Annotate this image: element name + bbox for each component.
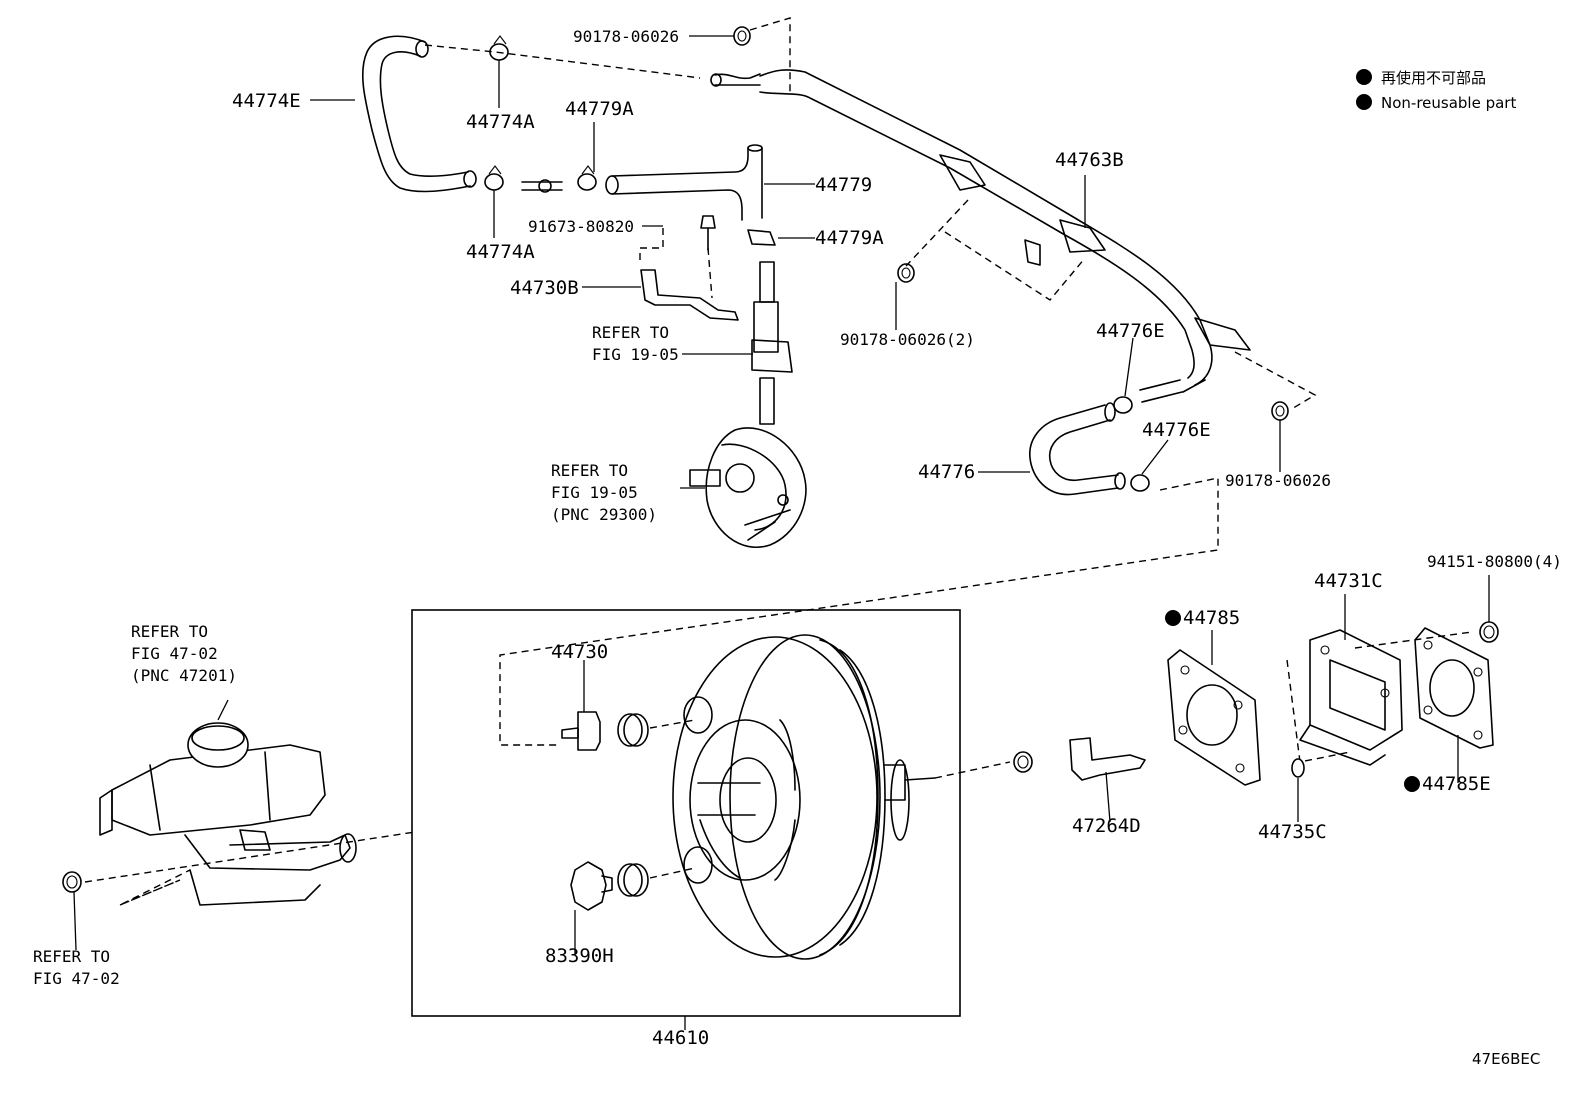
booster-group-box bbox=[411, 609, 961, 1017]
label-44763B: 44763B bbox=[1055, 149, 1124, 171]
clamp-44776E-top bbox=[1113, 396, 1133, 414]
nut-94151-80800 bbox=[1479, 621, 1499, 643]
ref-line: REFER TO bbox=[131, 622, 208, 641]
label-44776: 44776 bbox=[918, 461, 975, 483]
brake-booster-44610 bbox=[672, 634, 936, 960]
dash-line bbox=[1234, 351, 1317, 411]
clamp-44774A-top bbox=[489, 35, 509, 61]
clamp-44776E-bottom bbox=[1130, 474, 1150, 492]
label-44774E: 44774E bbox=[232, 90, 301, 112]
bracket-47264D bbox=[1069, 737, 1146, 781]
label-44730: 44730 bbox=[551, 641, 608, 663]
dash-line bbox=[944, 231, 1086, 301]
label-44776E-top: 44776E bbox=[1096, 320, 1165, 342]
dash-line bbox=[119, 869, 191, 906]
dash-line bbox=[649, 719, 696, 729]
hose-44779 bbox=[605, 144, 763, 221]
label-91673-80820: 91673-80820 bbox=[528, 217, 634, 236]
label-44779A-top: 44779A bbox=[565, 98, 634, 120]
dash-line bbox=[934, 761, 1011, 779]
grommet-44730 bbox=[561, 711, 649, 751]
ref-note-19-05-b: REFER TO FIG 19-05 (PNC 29300) bbox=[551, 461, 657, 524]
label-90178-06026-right: 90178-06026 bbox=[1225, 471, 1331, 490]
label-94151-80800-4: 94151-80800(4) bbox=[1427, 552, 1562, 571]
part-labels: 90178-06026 44774E 44774A 44779A 44779 4… bbox=[232, 27, 1562, 1049]
dash-line bbox=[639, 228, 664, 262]
non-reusable-dot-icon bbox=[1165, 610, 1181, 626]
dash-line bbox=[424, 44, 701, 79]
dash-line bbox=[749, 17, 791, 95]
label-44610: 44610 bbox=[652, 1027, 709, 1049]
label-90178-06026-2: 90178-06026(2) bbox=[840, 330, 975, 349]
label-44774A-top: 44774A bbox=[466, 111, 535, 133]
gasket-44785 bbox=[1167, 649, 1261, 786]
spacer-44731C bbox=[1299, 629, 1403, 766]
legend-jp-text: 再使用不可部品 bbox=[1381, 69, 1486, 87]
ref-note-47-02-b: REFER TO FIG 47-02 bbox=[33, 947, 120, 988]
ref-line: FIG 19-05 bbox=[592, 345, 679, 364]
gasket-44785E bbox=[1414, 627, 1494, 749]
dash-line bbox=[707, 247, 713, 299]
clamp-44779A-top bbox=[577, 165, 597, 191]
connector-pipe-right bbox=[1139, 379, 1206, 403]
pipe-top-44763 bbox=[710, 69, 1213, 386]
bolt-91673-80820 bbox=[700, 215, 716, 251]
dash-line bbox=[905, 199, 969, 267]
non-reusable-dot-icon bbox=[1356, 94, 1372, 110]
ref-line: (PNC 47201) bbox=[131, 666, 237, 685]
drawing-code: 47E6BEC bbox=[1472, 1050, 1540, 1068]
label-44785: 44785 bbox=[1183, 607, 1240, 629]
cap-83390H bbox=[570, 861, 649, 911]
check-valve-assembly bbox=[751, 261, 793, 425]
clamp-44774A-bottom bbox=[484, 165, 504, 191]
label-44776E-bottom: 44776E bbox=[1142, 419, 1211, 441]
nut-90178-06026-right bbox=[1271, 401, 1289, 421]
non-reusable-dot-icon bbox=[1404, 776, 1420, 792]
leader-lines bbox=[73, 35, 1490, 1030]
vacuum-pump-29300 bbox=[689, 427, 807, 548]
bracket-44730B bbox=[640, 269, 739, 321]
ref-line: (PNC 29300) bbox=[551, 505, 657, 524]
legend-en-text: Non-reusable part bbox=[1381, 94, 1516, 112]
connector-pipe bbox=[521, 179, 563, 193]
non-reusable-dot-icon bbox=[1356, 69, 1372, 85]
dash-line bbox=[499, 477, 1219, 746]
clip-44779A-bottom bbox=[747, 229, 776, 246]
washer-44735C bbox=[1291, 758, 1305, 778]
label-90178-06026-top: 90178-06026 bbox=[573, 27, 679, 46]
clip-44763B bbox=[939, 154, 1251, 351]
label-44730B: 44730B bbox=[510, 277, 579, 299]
ref-line: FIG 19-05 bbox=[551, 483, 638, 502]
master-cylinder-47201 bbox=[99, 722, 357, 906]
label-44735C: 44735C bbox=[1258, 821, 1327, 843]
ref-note-47-02-a: REFER TO FIG 47-02 (PNC 47201) bbox=[131, 622, 237, 685]
ref-note-19-05-a: REFER TO FIG 19-05 bbox=[592, 323, 679, 364]
dash-line bbox=[84, 831, 416, 883]
dash-line bbox=[649, 867, 696, 879]
hose-44776 bbox=[1029, 402, 1126, 496]
ref-line: FIG 47-02 bbox=[131, 644, 218, 663]
hose-44774E bbox=[361, 35, 477, 193]
label-44779A-bottom: 44779A bbox=[815, 227, 884, 249]
label-44731C: 44731C bbox=[1314, 570, 1383, 592]
ref-line: REFER TO bbox=[551, 461, 628, 480]
dash-line bbox=[1354, 631, 1473, 649]
nut-90178-06026-2 bbox=[897, 263, 915, 283]
label-47264D: 47264D bbox=[1072, 815, 1141, 837]
legend: 再使用不可部品 Non-reusable part bbox=[1356, 69, 1516, 112]
label-44785E: 44785E bbox=[1422, 773, 1491, 795]
nut-90178-06026-top bbox=[733, 26, 751, 46]
ref-line: REFER TO bbox=[592, 323, 669, 342]
label-44779: 44779 bbox=[815, 174, 872, 196]
ref-line: FIG 47-02 bbox=[33, 969, 120, 988]
ref-line: REFER TO bbox=[33, 947, 110, 966]
nut-master-cyl bbox=[62, 871, 82, 893]
label-44774A-bottom: 44774A bbox=[466, 241, 535, 263]
label-83390H: 83390H bbox=[545, 945, 614, 967]
nut-right-mid bbox=[1013, 751, 1033, 773]
